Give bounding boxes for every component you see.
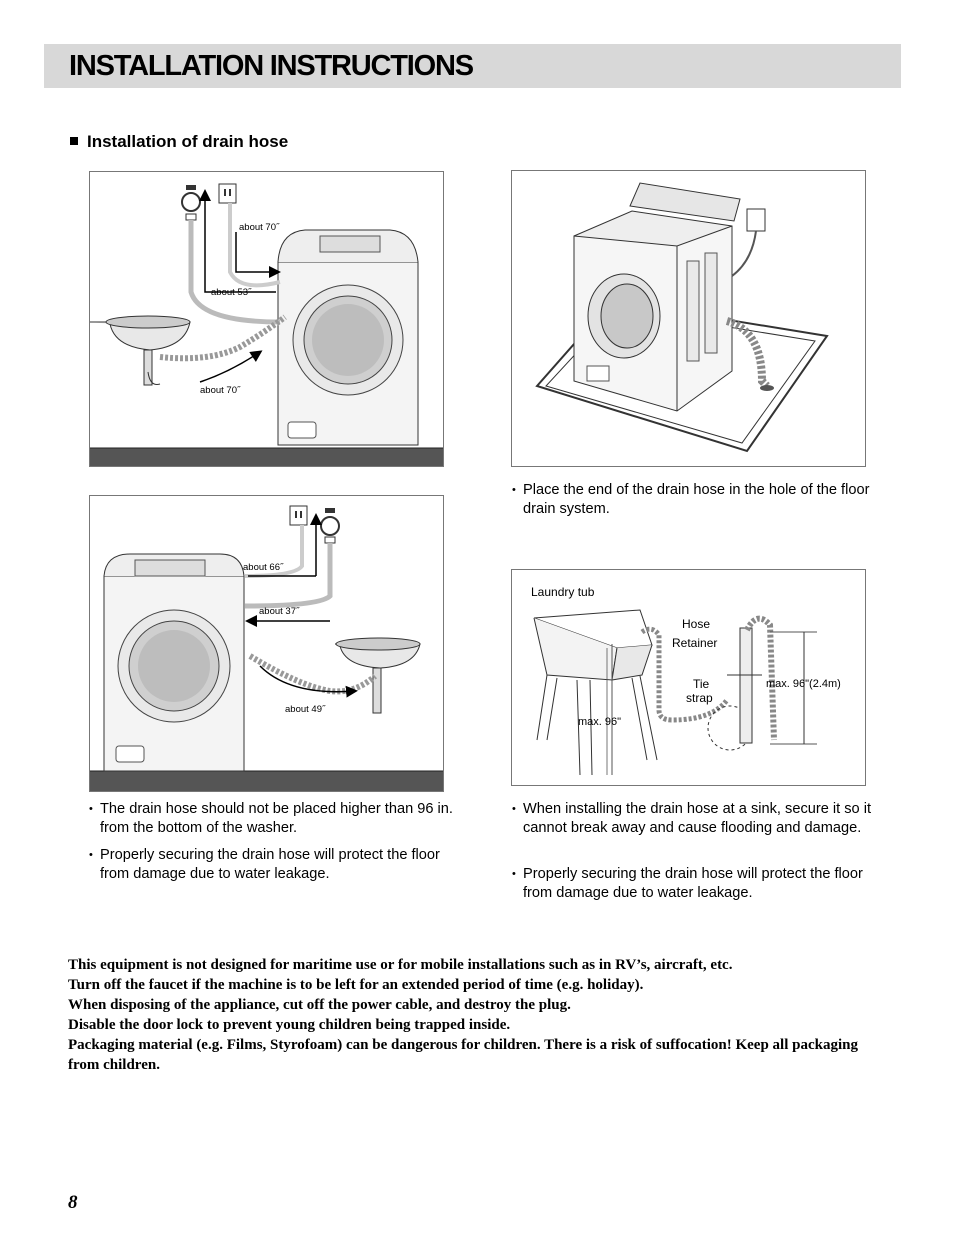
figure2-label-sink-distance: about 49˝	[285, 704, 326, 715]
label-max-right: max. 96"(2.4m)	[766, 678, 841, 690]
warning-line: Turn off the faucet if the machine is to…	[68, 977, 644, 993]
page-title: INSTALLATION INSTRUCTIONS	[69, 50, 474, 82]
figure1-label-sink-distance: about 70˝	[200, 385, 241, 396]
bullet-dot-icon: •	[512, 484, 516, 496]
label-tie: Tie	[693, 677, 710, 691]
washer-sink-left-illustration	[90, 505, 443, 791]
figure1-label-faucet-height: about 70˝	[239, 222, 280, 233]
figure2-label-faucet-height: about 37˝	[259, 606, 300, 617]
floor-drain-illustration	[535, 182, 829, 453]
section-title: Installation of drain hose	[87, 132, 289, 151]
bullet-text: Properly securing the drain hose will pr…	[100, 847, 440, 882]
bullet-left-2: • Properly securing the drain hose will p…	[89, 846, 456, 884]
washer-sink-illustration	[90, 183, 443, 466]
figure1-label-hose-height: about 53˝	[211, 287, 252, 298]
bullet-right-2: • Properly securing the drain hose will p…	[512, 865, 878, 903]
warning-line: When disposing of the appliance, cut off…	[68, 997, 571, 1013]
bullet-dot-icon: •	[512, 868, 516, 880]
bullet-dot-icon: •	[89, 849, 93, 861]
figure-sink-right: about 70˝ about 53˝ about 70˝	[89, 171, 444, 467]
bullet-dot-icon: •	[89, 803, 93, 815]
warning-line: Disable the door lock to prevent young c…	[68, 1017, 511, 1033]
bullet-text: When installing the drain hose at a sink…	[523, 801, 871, 836]
label-retainer: Retainer	[672, 636, 718, 650]
bullet-right-1: • When installing the drain hose at a sin…	[512, 800, 878, 838]
warning-line: Packaging material (e.g. Films, Styrofoa…	[68, 1037, 858, 1073]
laundry-tub-illustration	[533, 609, 817, 776]
bullet-text: Properly securing the drain hose will pr…	[523, 866, 863, 901]
bullet-dot-icon: •	[512, 803, 516, 815]
bullet-left-1: • The drain hose should not be placed hig…	[89, 800, 456, 838]
figure-floor-drain	[511, 170, 866, 467]
safety-warnings: This equipment is not designed for marit…	[68, 955, 878, 1075]
figure2-label-outlet-height: about 66˝	[243, 562, 284, 573]
label-hose: Hose	[682, 617, 711, 631]
bullet-text: The drain hose should not be placed high…	[100, 801, 453, 836]
label-strap: strap	[686, 691, 713, 705]
bullet-text: Place the end of the drain hose in the h…	[523, 482, 870, 517]
figure-laundry-tub: Laundry tub Hose Retainer Tie strap max.…	[511, 569, 866, 786]
bullet-floor-drain: • Place the end of the drain hose in the …	[512, 481, 875, 519]
warning-line: This equipment is not designed for marit…	[68, 957, 733, 973]
header-bar: INSTALLATION INSTRUCTIONS	[44, 44, 901, 88]
label-max-tub: max. 96"	[578, 716, 622, 728]
square-bullet-icon	[70, 137, 78, 145]
label-laundry-tub: Laundry tub	[531, 585, 595, 599]
page-number: 8	[68, 1192, 78, 1213]
figure-sink-left: about 66˝ about 37˝ about 49˝	[89, 495, 444, 792]
section-heading: Installation of drain hose	[70, 131, 288, 153]
